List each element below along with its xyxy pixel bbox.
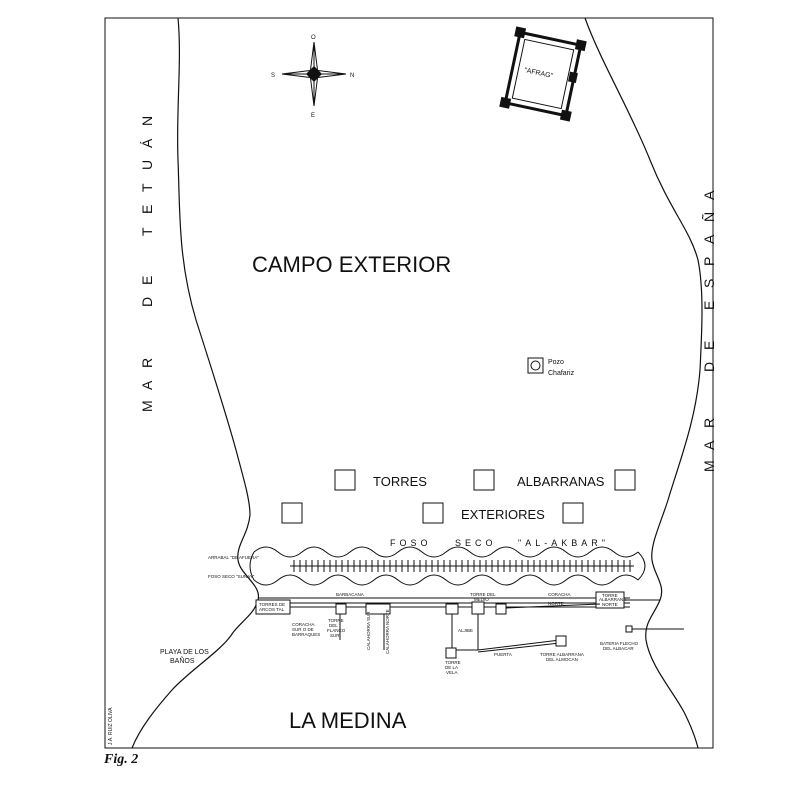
afrag-enclosure: "AFRAG" bbox=[499, 26, 587, 122]
albarranas-label: ALBARRANAS bbox=[517, 474, 605, 489]
sea-left-label: MA R D E T E T U Á N bbox=[139, 116, 155, 412]
torre-almocan-label-2: DEL ALMOCAN bbox=[546, 657, 578, 662]
torre-del-medio-label-1: TORRE DEL bbox=[470, 592, 496, 597]
barbacana-label: BARBACANA bbox=[336, 592, 364, 597]
bateria-label-2: DEL ALBACAR bbox=[603, 646, 634, 651]
coracha-sur-label-2: SUR O DE bbox=[292, 627, 314, 632]
right-coastline bbox=[584, 17, 703, 749]
bateria-label-1: BATERIA FLECHO bbox=[600, 641, 639, 646]
coracha-sur-label-3: BARRAQUES bbox=[292, 632, 320, 637]
compass-right-label: N bbox=[350, 73, 354, 79]
playa-label-line2: BAÑOS bbox=[170, 656, 195, 665]
torre-albarrana bbox=[281, 502, 303, 524]
sea-letter: E bbox=[701, 341, 717, 350]
torre-vela-label-1: TORRE bbox=[445, 660, 461, 665]
torres-arcos-label-2: ARCOS TAL bbox=[259, 607, 285, 612]
foso-al-akbar-bottom bbox=[253, 574, 639, 586]
foso-al-akbar-right-end bbox=[637, 551, 646, 581]
torre-flanco-label-2: DEL bbox=[329, 623, 338, 628]
left-coastline bbox=[131, 17, 259, 749]
sea-letter: D bbox=[701, 362, 717, 372]
calahorra-sur-label: CALAHORRA SUR bbox=[366, 611, 371, 650]
arrabal-label: ARRABAL "DE AFUERA" bbox=[208, 555, 259, 560]
sea-letter: R bbox=[701, 418, 717, 428]
la-medina-label: LA MEDINA bbox=[289, 708, 407, 733]
foso-sunay-label: FOSO SECO "SUNAY" bbox=[208, 574, 255, 579]
torre-albarrana bbox=[614, 469, 636, 491]
torres-arcos-label-1: TORRES DE bbox=[259, 602, 285, 607]
map-frame bbox=[104, 17, 714, 749]
afrag-label: "AFRAG" bbox=[524, 67, 554, 80]
compass-bottom-label: E bbox=[311, 113, 315, 119]
puerta-label: PUERTA bbox=[494, 652, 512, 657]
torre-vela-label-3: VELA bbox=[446, 670, 458, 675]
sea-letter: A bbox=[701, 440, 717, 450]
torre-albarrana bbox=[562, 502, 584, 524]
foso-label-word1: FOSO bbox=[390, 538, 432, 548]
sunay-track-ties bbox=[293, 560, 631, 572]
compass-rose: O E S N bbox=[271, 35, 354, 119]
sea-letter: S bbox=[701, 279, 717, 288]
sea-letter: Á bbox=[139, 138, 155, 148]
foso-al-akbar-top bbox=[253, 546, 639, 558]
torre-albarrana-norte-label-1: TORRE bbox=[602, 593, 618, 598]
sea-letter: P bbox=[701, 257, 717, 266]
sea-letter: A bbox=[701, 234, 717, 244]
torre-almocan-label-1: TORRE ALBARRANA bbox=[540, 652, 584, 657]
pozo-label-line2: Chafariz bbox=[548, 370, 575, 377]
coracha-sur-label-1: CORACHA bbox=[292, 622, 315, 627]
sea-letter: T bbox=[139, 227, 155, 236]
sea-letter: M bbox=[701, 460, 717, 472]
sea-letter: A bbox=[701, 190, 717, 200]
credit-label: J.A. RUIZ OLIVA bbox=[108, 707, 114, 745]
torre-flanco-label-3: FLANCO bbox=[327, 628, 346, 633]
sea-letter: A bbox=[139, 380, 155, 390]
sea-letter: U bbox=[139, 160, 155, 170]
torre-albarrana bbox=[334, 469, 356, 491]
torre-del-medio-label-2: MEDIO bbox=[474, 597, 489, 602]
main-wall bbox=[255, 591, 684, 659]
figure-caption: Fig. 2 bbox=[104, 752, 139, 767]
foso-label-word2: SECO bbox=[455, 538, 497, 548]
pozo-chafariz: Pozo Chafariz bbox=[527, 357, 575, 377]
sea-letter: T bbox=[139, 183, 155, 192]
sea-letter: M bbox=[139, 400, 155, 412]
sea-letter: E bbox=[139, 276, 155, 285]
compass-top-label: O bbox=[311, 35, 316, 41]
torres-label: TORRES bbox=[373, 474, 427, 489]
torre-flanco-label-1: TORRE bbox=[328, 618, 344, 623]
foso-label-word3: "AL-AKBAR" bbox=[518, 538, 609, 548]
torre-albarrana bbox=[422, 502, 444, 524]
aljibe-label: ALJIBE bbox=[458, 628, 473, 633]
torre-vela-label-2: DE LA bbox=[445, 665, 458, 670]
foso-al-akbar-left-end bbox=[249, 551, 255, 581]
sea-letter: D bbox=[139, 297, 155, 307]
campo-exterior-label: CAMPO EXTERIOR bbox=[252, 252, 451, 277]
torre-albarrana bbox=[473, 469, 495, 491]
torre-albarrana-norte-label-2: ALBARRANA bbox=[599, 597, 626, 602]
torre-flanco-label-4: SUR bbox=[330, 633, 340, 638]
sea-letter: R bbox=[139, 358, 155, 368]
exteriores-label: EXTERIORES bbox=[461, 507, 545, 522]
pozo-label-line1: Pozo bbox=[548, 359, 564, 366]
sea-letter: Ñ bbox=[701, 212, 717, 222]
sea-letter: E bbox=[701, 301, 717, 310]
coracha-norte-label-2: NORTE bbox=[548, 601, 564, 606]
coracha-norte-label-1: CORACHA bbox=[548, 592, 571, 597]
compass-left-label: S bbox=[271, 73, 275, 79]
calahorra-norte-label: CALAHORRA NORTE bbox=[385, 609, 390, 654]
sea-letter: E bbox=[139, 205, 155, 214]
torre-albarrana-norte-label-3: NORTE bbox=[602, 602, 618, 607]
playa-label-line1: PLAYA DE LOS bbox=[160, 649, 209, 656]
torres-albarranas bbox=[281, 469, 636, 524]
sea-letter: N bbox=[139, 116, 155, 126]
